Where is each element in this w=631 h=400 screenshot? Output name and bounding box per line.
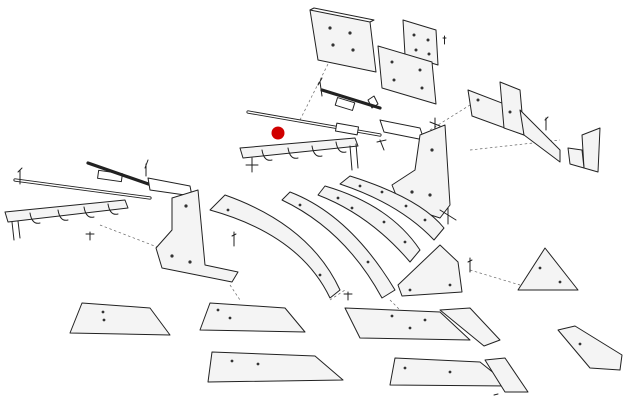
share-3 (344, 307, 471, 341)
frame-bracket-right (467, 81, 561, 163)
landside-bracket (567, 127, 601, 173)
mouldboard-3 (317, 185, 421, 263)
share-point-right (439, 307, 501, 347)
mouldboard-front-plate (397, 244, 473, 297)
bolts (85, 139, 387, 301)
share-point-lower (484, 357, 529, 396)
mouldboard-4 (339, 175, 445, 241)
mouldboard-2 (281, 191, 396, 299)
share-1 (69, 302, 171, 336)
frame-plate-lower (155, 189, 239, 283)
mounting-plate-middle (377, 45, 437, 105)
share-5 (389, 357, 511, 387)
mouldboard-1 (209, 194, 341, 299)
adjuster-rod-upper (246, 77, 441, 141)
frame-beam-lower (4, 199, 129, 241)
shin-plate (517, 247, 579, 291)
mounting-plate-large (309, 7, 377, 73)
highlight-marker (271, 126, 285, 140)
share-2 (199, 302, 306, 333)
adjuster-rod-lower (13, 159, 193, 200)
leader-lines (99, 59, 561, 311)
share-4 (207, 351, 344, 383)
mounting-plate-small (402, 19, 447, 66)
frame-beam-upper (239, 137, 359, 173)
share-point-far-right (557, 325, 623, 371)
